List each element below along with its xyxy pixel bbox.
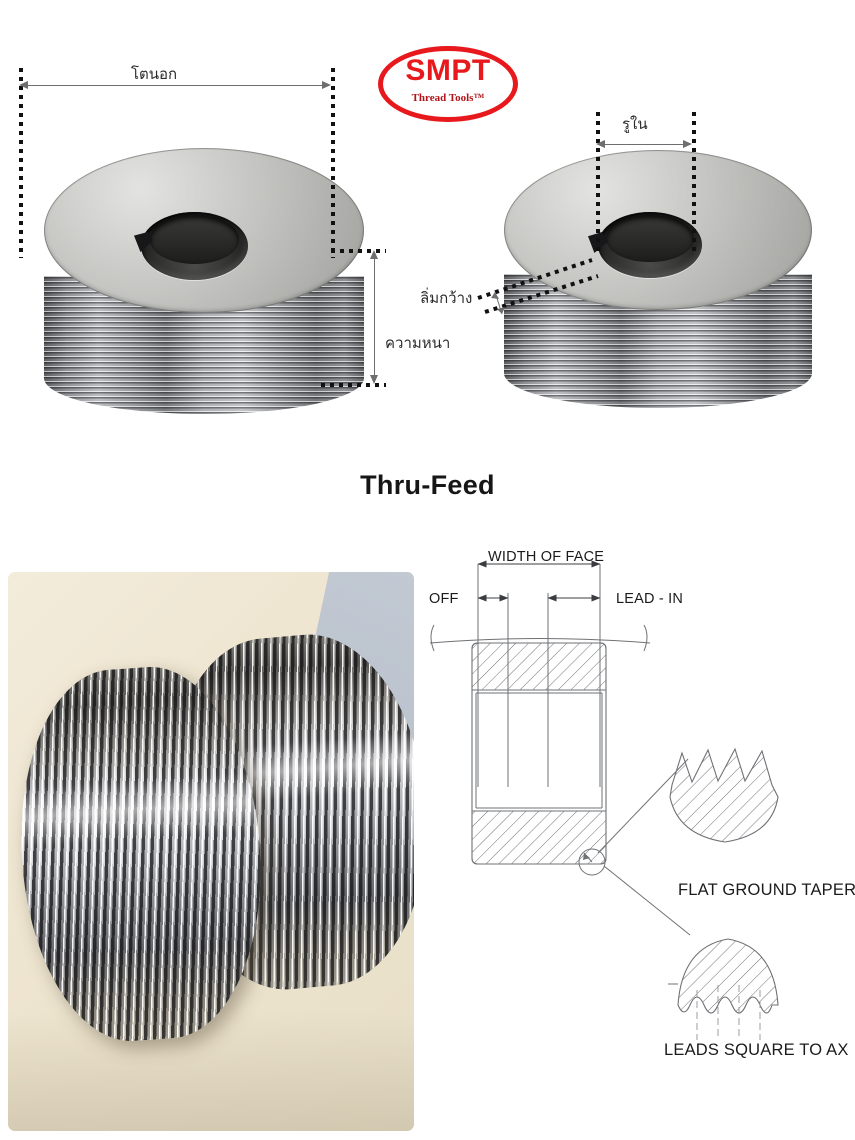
die-bore-inner: [149, 214, 240, 264]
die-bore: [598, 212, 702, 278]
thread-rolls-photo: [8, 572, 414, 1131]
thread-roll-front: [9, 660, 273, 1048]
arrowhead-bore-right: [683, 140, 692, 148]
extension-line-bore-right: [692, 112, 696, 254]
label-inner-bore: รูใน: [622, 115, 648, 133]
thread-roll-front-threads: [9, 660, 273, 1048]
bottom-panel: WIDTH OF FACE OFF LEAD - IN FLAT GROUND …: [0, 535, 855, 1140]
label-key-width: ลิ่มกว้าง: [420, 289, 473, 307]
label-thickness: ความหนา: [385, 334, 451, 352]
die-body: [44, 148, 364, 414]
arrowhead-od-right: [322, 81, 331, 89]
dimension-line-outer-diameter: [27, 85, 325, 86]
extension-line-bore-left: [596, 112, 600, 254]
die-bore: [141, 212, 248, 280]
thru-feed-caption: Thru-Feed: [360, 470, 495, 500]
dimension-line-thickness: [374, 258, 375, 377]
arrowhead-thickness-bottom: [370, 375, 378, 384]
die-body: [504, 150, 812, 408]
label-outer-diameter: โตนอก: [131, 65, 178, 83]
label-off: OFF: [429, 591, 459, 607]
arrowhead-thickness-top: [370, 250, 378, 259]
detail-flat-ground-taper: [669, 747, 779, 843]
arrowhead-bore-left: [596, 140, 605, 148]
die-top-edge: [44, 148, 364, 313]
dimension-line-inner-bore: [604, 144, 686, 145]
label-width-of-face: WIDTH OF FACE: [488, 549, 605, 565]
top-panel: โตนอก ความหนา รูใน ลิ่มกว้าง SMPT Thread…: [0, 0, 855, 535]
logo-tagline: Thread Tools™: [411, 92, 485, 104]
label-leads-square-to-axis: LEADS SQUARE TO AX: [664, 1041, 849, 1059]
extension-line-od-left: [19, 68, 23, 258]
logo-wordmark: SMPT: [405, 54, 491, 87]
logo-ellipse: [378, 46, 518, 122]
die-top-edge: [504, 150, 812, 310]
thread-die-right-image: [504, 150, 812, 408]
drawing-vectors: [429, 560, 779, 1040]
label-flat-ground-taper: FLAT GROUND TAPER: [678, 881, 855, 899]
extension-line-thickness-bottom: [321, 383, 386, 387]
keyway-leader-lines: [477, 258, 599, 315]
extension-line-thickness-top: [331, 249, 386, 253]
die-bore-inner: [606, 214, 694, 263]
smpt-logo: SMPT Thread Tools™: [378, 46, 518, 122]
detail-leads-square-to-axis: [668, 938, 779, 1040]
thread-die-left-image: [44, 148, 364, 414]
arrowhead-od-left: [19, 81, 28, 89]
extension-line-od-right: [331, 68, 335, 258]
label-lead-in: LEAD - IN: [616, 591, 684, 607]
engineering-drawing: WIDTH OF FACE OFF LEAD - IN FLAT GROUND …: [420, 535, 855, 1140]
